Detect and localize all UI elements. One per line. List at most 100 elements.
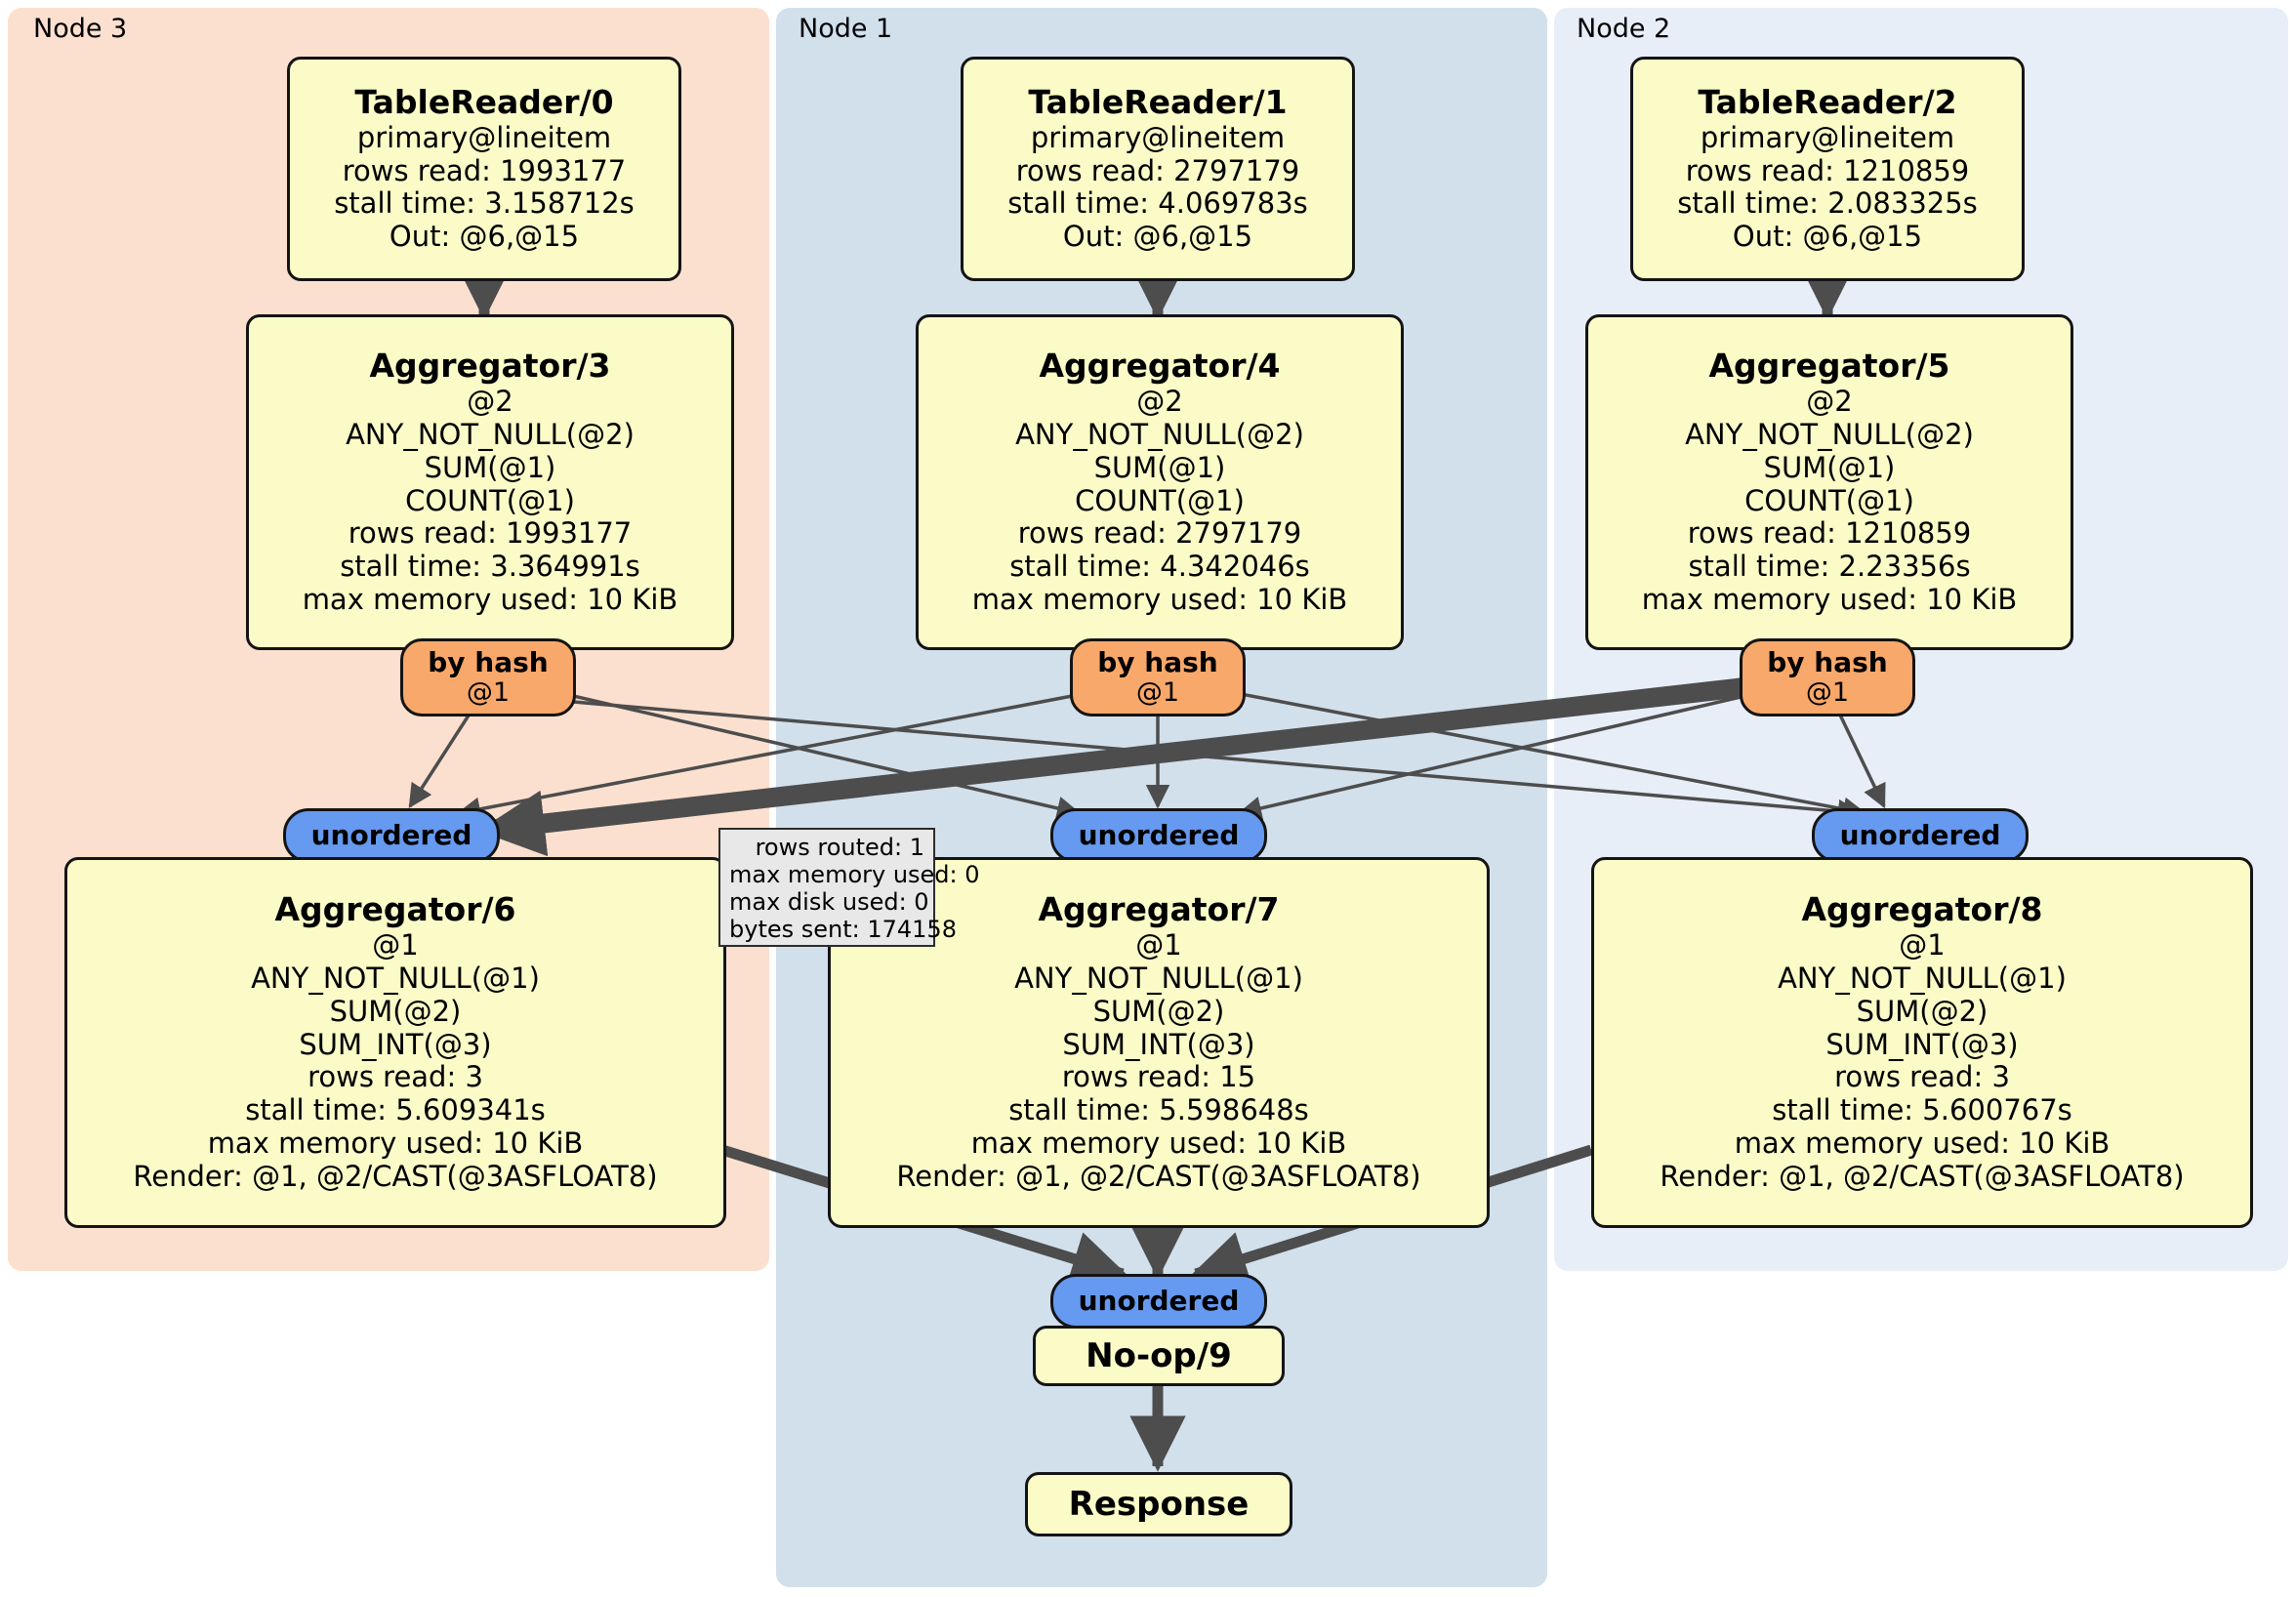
router-by-hash-1[interactable]: by hash @1 (1070, 638, 1246, 717)
router-column: @1 (1805, 676, 1850, 708)
node-detail: stall time: 2.083325s (1677, 186, 1978, 221)
synchronizer-unordered-1[interactable]: unordered (1050, 808, 1267, 863)
node-detail: SUM(@2) (1856, 994, 1988, 1028)
synchronizer-label: unordered (1078, 819, 1240, 852)
node-detail: rows read: 3 (1834, 1060, 2010, 1094)
node-detail: stall time: 5.598648s (1008, 1093, 1309, 1127)
node-aggregator-3[interactable]: Aggregator/3 @2 ANY_NOT_NULL(@2) SUM(@1)… (246, 314, 734, 650)
node-detail: ANY_NOT_NULL(@1) (251, 961, 540, 995)
synchronizer-unordered-final[interactable]: unordered (1050, 1274, 1267, 1329)
router-title: by hash (1767, 645, 1888, 678)
node-detail: SUM(@2) (1092, 994, 1225, 1028)
node-detail: SUM(@2) (329, 994, 462, 1028)
synchronizer-unordered-0[interactable]: unordered (283, 808, 500, 863)
node-detail: max memory used: 10 KiB (970, 1126, 1347, 1161)
router-stats-box: rows routed: 1 max memory used: 0 max di… (718, 828, 980, 947)
node-detail: max memory used: 10 KiB (1734, 1126, 2111, 1161)
node-response[interactable]: Response (1025, 1472, 1292, 1536)
cluster-label-node-1: Node 1 (799, 14, 893, 44)
router-title: by hash (1097, 645, 1218, 678)
node-detail: rows read: 1993177 (342, 153, 627, 187)
node-aggregator-8[interactable]: Aggregator/8 @1 ANY_NOT_NULL(@1) SUM(@2)… (1591, 857, 2253, 1228)
node-detail: stall time: 5.609341s (245, 1093, 546, 1127)
node-detail: Out: @6,@15 (1732, 220, 1923, 254)
node-detail: SUM_INT(@3) (1062, 1027, 1255, 1061)
router-column: @1 (466, 676, 511, 708)
node-detail: stall time: 4.069783s (1007, 186, 1308, 221)
node-title: TableReader/0 (354, 82, 614, 121)
node-detail: @1 (1135, 927, 1182, 962)
node-tablereader-1[interactable]: TableReader/1 primary@lineitem rows read… (961, 57, 1355, 281)
node-detail: SUM(@1) (1093, 450, 1226, 484)
stat-line: rows routed: 1 (755, 834, 924, 861)
node-detail: ANY_NOT_NULL(@2) (346, 417, 635, 451)
router-by-hash-0[interactable]: by hash @1 (400, 638, 576, 717)
node-detail: COUNT(@1) (1075, 483, 1245, 517)
node-detail: stall time: 3.158712s (334, 186, 635, 221)
node-detail: Render: @1, @2/CAST(@3ASFLOAT8) (896, 1160, 1421, 1194)
router-by-hash-2[interactable]: by hash @1 (1740, 638, 1915, 717)
node-tablereader-2[interactable]: TableReader/2 primary@lineitem rows read… (1630, 57, 2025, 281)
node-detail: rows read: 1993177 (348, 516, 633, 551)
node-detail: max memory used: 10 KiB (1641, 583, 2018, 617)
node-detail: ANY_NOT_NULL(@2) (1015, 417, 1304, 451)
node-detail: rows read: 1210859 (1685, 153, 1970, 187)
node-detail: stall time: 4.342046s (1009, 550, 1310, 584)
stat-line: max memory used: 0 (729, 861, 980, 889)
node-detail: rows read: 3 (308, 1060, 483, 1094)
node-title: TableReader/1 (1028, 82, 1288, 121)
node-detail: ANY_NOT_NULL(@1) (1778, 961, 2067, 995)
node-detail: rows read: 2797179 (1017, 516, 1302, 551)
stat-line: max disk used: 0 (729, 888, 929, 917)
node-detail: Render: @1, @2/CAST(@3ASFLOAT8) (133, 1160, 658, 1194)
node-aggregator-4[interactable]: Aggregator/4 @2 ANY_NOT_NULL(@2) SUM(@1)… (916, 314, 1404, 650)
synchronizer-label: unordered (310, 819, 472, 852)
node-detail: rows read: 15 (1061, 1060, 1256, 1094)
node-detail: rows read: 2797179 (1015, 153, 1300, 187)
node-title: No-op/9 (1086, 1335, 1232, 1375)
node-detail: Out: @6,@15 (389, 220, 580, 254)
node-detail: @1 (1899, 927, 1946, 962)
node-detail: rows read: 1210859 (1687, 516, 1972, 551)
node-aggregator-7[interactable]: Aggregator/7 @1 ANY_NOT_NULL(@1) SUM(@2)… (828, 857, 1490, 1228)
synchronizer-label: unordered (1839, 819, 2001, 852)
node-title: Response (1068, 1484, 1250, 1524)
node-detail: @2 (467, 384, 513, 418)
node-no-op-9[interactable]: No-op/9 (1033, 1326, 1285, 1386)
node-detail: SUM_INT(@3) (1825, 1027, 2019, 1061)
node-title: TableReader/2 (1698, 82, 1957, 121)
node-detail: @1 (372, 927, 419, 962)
node-detail: max memory used: 10 KiB (207, 1126, 584, 1161)
node-title: Aggregator/4 (1039, 346, 1281, 385)
node-title: Aggregator/3 (369, 346, 611, 385)
node-detail: stall time: 2.23356s (1688, 550, 1971, 584)
stat-line: bytes sent: 174158 (729, 916, 957, 944)
node-aggregator-5[interactable]: Aggregator/5 @2 ANY_NOT_NULL(@2) SUM(@1)… (1585, 314, 2073, 650)
node-detail: COUNT(@1) (405, 483, 575, 517)
node-detail: ANY_NOT_NULL(@1) (1014, 961, 1303, 995)
node-detail: stall time: 5.600767s (1772, 1093, 2072, 1127)
node-detail: Out: @6,@15 (1062, 220, 1253, 254)
node-detail: SUM_INT(@3) (299, 1027, 492, 1061)
synchronizer-label: unordered (1078, 1285, 1240, 1318)
node-title: Aggregator/8 (1801, 889, 2043, 928)
node-title: Aggregator/7 (1038, 889, 1280, 928)
node-detail: Render: @1, @2/CAST(@3ASFLOAT8) (1660, 1160, 2185, 1194)
node-title: Aggregator/5 (1708, 346, 1950, 385)
node-detail: @2 (1806, 384, 1853, 418)
node-detail: primary@lineitem (356, 120, 612, 154)
node-detail: SUM(@1) (1763, 450, 1896, 484)
cluster-label-node-2: Node 2 (1577, 14, 1671, 44)
router-title: by hash (428, 645, 549, 678)
synchronizer-unordered-2[interactable]: unordered (1812, 808, 2029, 863)
node-aggregator-6[interactable]: Aggregator/6 @1 ANY_NOT_NULL(@1) SUM(@2)… (64, 857, 726, 1228)
node-tablereader-0[interactable]: TableReader/0 primary@lineitem rows read… (287, 57, 681, 281)
node-detail: primary@lineitem (1030, 120, 1286, 154)
node-detail: @2 (1136, 384, 1183, 418)
node-detail: max memory used: 10 KiB (971, 583, 1348, 617)
node-title: Aggregator/6 (274, 889, 516, 928)
router-column: @1 (1135, 676, 1180, 708)
node-detail: stall time: 3.364991s (340, 550, 640, 584)
node-detail: primary@lineitem (1700, 120, 1955, 154)
